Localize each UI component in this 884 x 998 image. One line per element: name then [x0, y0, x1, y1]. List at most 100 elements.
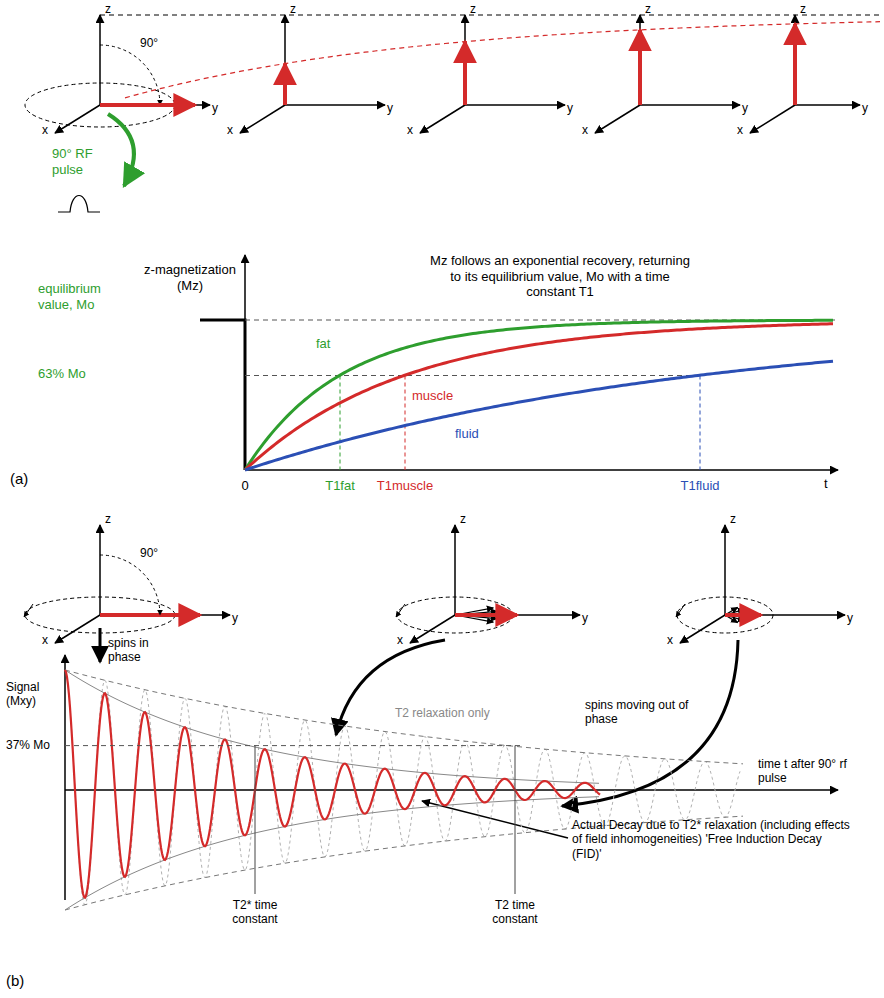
y-axis: [100, 104, 210, 106]
axis-label: x: [42, 123, 48, 137]
magnetization-vector: [725, 613, 761, 617]
y-axis: [725, 614, 845, 616]
axis-label: x: [227, 123, 233, 137]
note-text: Mz follows an exponential recovery, retu…: [425, 253, 695, 300]
axis-label: y: [582, 611, 588, 625]
x-axis: [750, 105, 795, 133]
x-axis: [680, 615, 725, 643]
axis-label: z: [730, 512, 736, 526]
time-constant-label: T2 time constant: [473, 898, 557, 927]
time-constant-label: T1fluid: [663, 478, 737, 494]
curve-label: muscle: [412, 388, 453, 404]
z-axis: [464, 15, 466, 105]
time-constant-marker: [255, 746, 256, 894]
angle-label: 90°: [140, 36, 158, 50]
axis-label: z: [645, 2, 651, 16]
time-constant-marker: [700, 376, 701, 471]
rf-arrow: [108, 114, 134, 186]
time-constant-marker: [405, 376, 406, 471]
magnetization-vector: [793, 24, 797, 105]
rf-pulse-symbol: [58, 196, 100, 213]
flip-arc: [100, 45, 160, 105]
recovery-curve: [245, 361, 833, 470]
level-label: 37% Mo: [6, 738, 50, 752]
axis-label: y: [212, 101, 218, 115]
z-axis: [99, 15, 101, 105]
level-label: equilibrium value, Mo: [38, 281, 138, 312]
time-constant-label: T1fat: [310, 478, 370, 494]
axis-label: y: [742, 101, 748, 115]
axis-label: x: [737, 123, 743, 137]
rotation-arrow: [676, 604, 685, 617]
leader-arrow: [422, 801, 568, 838]
axis-label: z: [460, 512, 466, 526]
curve-label: fluid: [455, 426, 479, 442]
panel-label: (b): [6, 972, 24, 990]
axis-label: x: [582, 123, 588, 137]
axis-title: Signal (Mxy): [6, 680, 58, 709]
recovery-curve: [245, 324, 833, 470]
panel-label: (a): [10, 470, 28, 488]
recovery-trace: [125, 22, 880, 98]
axis-label: x: [42, 633, 48, 647]
magnetization-vector: [455, 613, 517, 617]
y-axis: [455, 614, 580, 616]
pointer-arrow: [562, 640, 738, 806]
rotation-arrow: [396, 604, 405, 617]
axis-tick: 0: [235, 478, 255, 494]
axis-label: x: [397, 633, 403, 647]
graph-axis: [245, 469, 838, 471]
level-label: 63% Mo: [38, 366, 86, 382]
magnetization-vector: [463, 42, 467, 105]
fid-signal: [65, 670, 600, 898]
t2star-envelope: [65, 797, 599, 910]
equilibrium-guide: [100, 15, 880, 16]
t2-envelope: [65, 670, 743, 764]
pointer-arrow: [99, 628, 102, 662]
axis-label: y: [847, 611, 853, 625]
pointer-arrow: [336, 640, 445, 735]
x-axis: [410, 615, 455, 643]
axis-label: z: [470, 2, 476, 16]
y-axis: [640, 104, 740, 106]
x-axis: [595, 105, 640, 133]
time-constant-label: T1muscle: [368, 478, 442, 494]
rotation-arrow: [24, 604, 33, 617]
level-line: [245, 375, 700, 376]
axis-label: z: [105, 512, 111, 526]
axis-title: time t after 90° rf pulse: [758, 757, 873, 786]
curve-label: fat: [316, 336, 330, 352]
time-constant-marker: [515, 746, 516, 894]
x-axis: [240, 105, 285, 133]
z-axis: [454, 525, 456, 615]
magnetization-vector: [638, 30, 642, 105]
y-axis: [795, 104, 860, 106]
note-text: T2 relaxation only: [395, 706, 490, 720]
y-axis: [465, 104, 565, 106]
axis-label: x: [407, 123, 413, 137]
t2-oscillation: [65, 670, 740, 905]
axis-label: x: [667, 633, 673, 647]
pulse-label: 90° RF pulse: [52, 146, 104, 177]
note-text: spins moving out of phase: [585, 698, 695, 727]
magnetization-vector: [100, 613, 200, 617]
level-line: [65, 745, 520, 746]
time-constant-label: T2* time constant: [213, 898, 297, 927]
precession-ellipse: [677, 597, 773, 633]
graph-axis: [65, 789, 838, 791]
magnetization-vector: [100, 103, 195, 107]
step-line: [200, 320, 245, 470]
magnetization-vector: [283, 64, 287, 105]
y-axis: [285, 104, 385, 106]
time-constant-marker: [340, 376, 341, 471]
x-axis: [55, 615, 100, 643]
flip-arc: [100, 555, 160, 615]
t2star-envelope: [65, 670, 599, 783]
z-axis: [99, 525, 101, 615]
axis-label: z: [290, 2, 296, 16]
x-axis: [420, 105, 465, 133]
axis-label: y: [567, 101, 573, 115]
y-axis: [100, 614, 230, 616]
axis-label: y: [862, 101, 868, 115]
